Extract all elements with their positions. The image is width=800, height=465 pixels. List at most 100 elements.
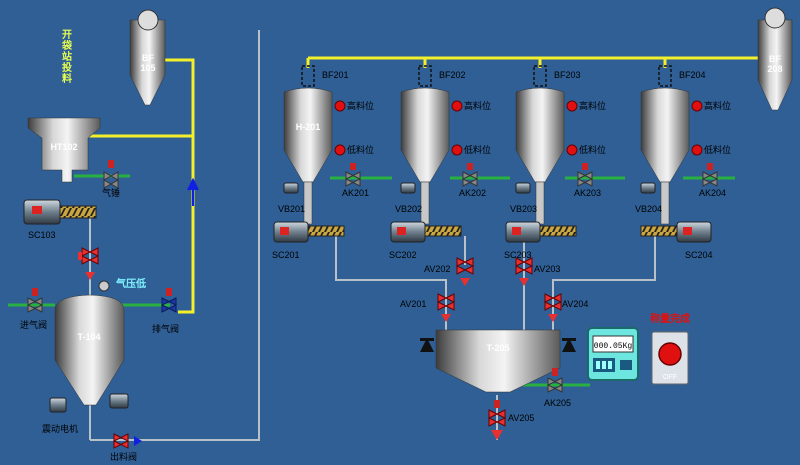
sc-label: SC202 xyxy=(389,250,417,260)
air-hammer-valve[interactable]: 气锤 xyxy=(102,160,120,198)
ak-label: AK203 xyxy=(574,188,601,198)
filter-label: BF202 xyxy=(439,70,466,80)
high-level-alarm-icon xyxy=(334,100,346,112)
vibrator-icon xyxy=(400,182,416,194)
ak205-valve[interactable]: AK205 xyxy=(544,368,571,408)
ht102-hopper[interactable]: HT102 xyxy=(27,117,101,183)
high-level-label: 高料位 xyxy=(579,100,606,111)
weigh-valve-label: AV204 xyxy=(562,299,588,309)
high-level-alarm-icon xyxy=(566,100,578,112)
weigh-valve-av201[interactable]: AV201 xyxy=(400,293,456,322)
inlet-valve-label: 进气阀 xyxy=(20,319,47,330)
ak205-label: AK205 xyxy=(544,398,571,408)
weigh-valve-av203[interactable]: AV203 xyxy=(514,257,560,286)
sc-label: SC203 xyxy=(504,250,532,260)
low-level-label: 低料位 xyxy=(579,144,606,155)
vb-label: VB202 xyxy=(395,204,422,214)
weighing-complete-button[interactable]: 称量完成 OFF xyxy=(650,312,690,385)
high-level-label: 高料位 xyxy=(704,100,731,111)
tank-label: H-201 xyxy=(296,122,321,132)
bag-filter-icon xyxy=(301,65,315,87)
pressure-low-label: 气压低 xyxy=(115,277,146,290)
ak-label: AK202 xyxy=(459,188,486,198)
bag-filter-icon xyxy=(658,65,672,87)
high-level-alarm-icon xyxy=(451,100,463,112)
hopper-lines: BF201H-201高料位低料位AK201VB201SC201BF202高料位低… xyxy=(272,65,731,260)
outlet-valve-label: 出料阀 xyxy=(110,451,137,462)
filter-label: BF204 xyxy=(679,70,706,80)
vibrator-icon xyxy=(515,182,531,194)
valve-red-left[interactable] xyxy=(78,247,100,280)
exhaust-valve-label: 排气阀 xyxy=(152,323,179,334)
filter-label: BF203 xyxy=(554,70,581,80)
av205-valve[interactable]: AV205 xyxy=(487,400,534,440)
motor-icon xyxy=(273,221,309,243)
vibrator-icon xyxy=(640,182,656,194)
motor-icon xyxy=(390,221,426,243)
sc103-conveyor[interactable]: SC103 xyxy=(23,199,97,240)
screw-conveyor-icon xyxy=(640,225,678,237)
ak-valve-icon xyxy=(701,171,719,187)
low-level-alarm-icon xyxy=(451,144,463,156)
vibrator-icon xyxy=(283,182,299,194)
ak-label: AK204 xyxy=(699,188,726,198)
av205-label: AV205 xyxy=(508,413,534,423)
hammer-label: 气锤 xyxy=(102,187,120,198)
screw-conveyor-icon xyxy=(307,225,345,237)
screw-conveyor-icon xyxy=(539,225,577,237)
ht102-label: HT102 xyxy=(50,142,77,152)
low-level-label: 低料位 xyxy=(704,144,731,155)
high-level-label: 高料位 xyxy=(464,100,491,111)
low-level-label: 低料位 xyxy=(464,144,491,155)
weigh-valve-av202[interactable]: AV202 xyxy=(424,257,475,286)
motor-icon xyxy=(676,221,712,243)
outlet-valve[interactable]: 出料阀 xyxy=(110,433,142,462)
vb-label: VB203 xyxy=(510,204,537,214)
hopper-tank xyxy=(283,87,333,183)
high-level-alarm-icon xyxy=(691,100,703,112)
t104-tank[interactable]: T-104 xyxy=(54,294,125,406)
ak-valve-icon xyxy=(576,171,594,187)
ak-valve-icon xyxy=(461,171,479,187)
weigh-valve-av204[interactable]: AV204 xyxy=(543,293,588,322)
bag-station-label: 开袋站投料 xyxy=(61,29,73,85)
low-level-label: 低料位 xyxy=(347,144,374,155)
low-level-alarm-icon xyxy=(334,144,346,156)
flow-up-arrow xyxy=(187,177,199,206)
vibration-motors[interactable]: 震动电机 xyxy=(42,393,129,434)
pressure-sensor: 气压低 xyxy=(98,277,146,292)
hopper-tank xyxy=(400,87,450,183)
sc-label: SC201 xyxy=(272,250,300,260)
weighing-complete-label: 称量完成 xyxy=(650,312,690,325)
exhaust-valve[interactable]: 排气阀 xyxy=(152,288,179,334)
green-lines xyxy=(8,174,735,387)
scale-readout: 000.05Kg xyxy=(594,342,633,351)
t205-tank[interactable]: T-205 xyxy=(420,329,576,393)
air-lines xyxy=(62,56,762,314)
low-level-alarm-icon xyxy=(691,144,703,156)
ak-label: AK201 xyxy=(342,188,369,198)
weigh-valve-label: AV201 xyxy=(400,299,426,309)
high-level-label: 高料位 xyxy=(347,100,374,111)
vibration-motor-label: 震动电机 xyxy=(42,423,78,434)
inlet-valve[interactable]: 进气阀 xyxy=(20,288,47,330)
bag-filter-icon xyxy=(533,65,547,87)
ak-valve-icon xyxy=(344,171,362,187)
filter-label: BF201 xyxy=(322,70,349,80)
motor-icon xyxy=(505,221,541,243)
vb-label: VB204 xyxy=(635,204,662,214)
low-level-alarm-icon xyxy=(566,144,578,156)
weigh-valve-label: AV202 xyxy=(424,264,450,274)
weigh-valve-label: AV203 xyxy=(534,264,560,274)
